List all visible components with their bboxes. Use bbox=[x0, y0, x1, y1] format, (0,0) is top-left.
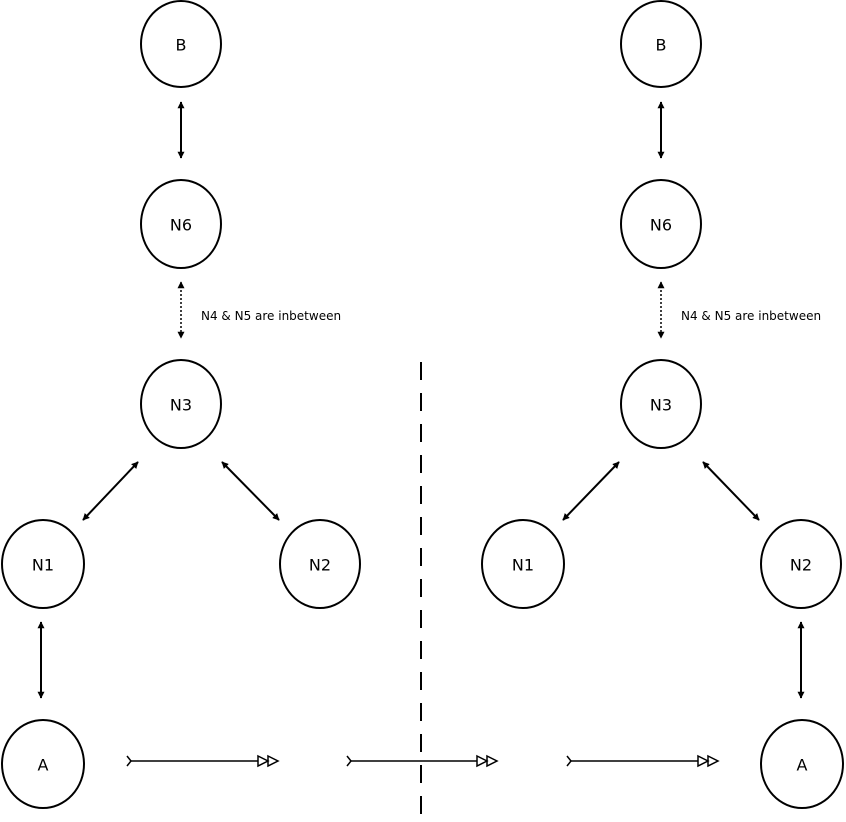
right-node-n1: N1 bbox=[481, 519, 565, 609]
right-node-n3-label: N3 bbox=[650, 396, 672, 415]
right-node-n3: N3 bbox=[620, 359, 702, 449]
left-node-n3-label: N3 bbox=[170, 396, 192, 415]
right-node-n6-label: N6 bbox=[650, 216, 672, 235]
motion-arrow-2 bbox=[346, 754, 499, 768]
right-diagram: N4 & N5 are inbetween B N6 N3 N1 N2 A bbox=[481, 0, 844, 809]
right-node-a: A bbox=[760, 719, 844, 809]
right-edge-n3-n1 bbox=[562, 461, 620, 521]
left-diagram: N4 & N5 are inbetween B N6 N3 N1 N2 A bbox=[1, 0, 361, 809]
left-node-n2-label: N2 bbox=[309, 556, 331, 575]
right-note-inbetween: N4 & N5 are inbetween bbox=[681, 309, 821, 323]
right-node-n2: N2 bbox=[760, 519, 842, 609]
left-node-a: A bbox=[1, 719, 85, 809]
left-node-n1-label: N1 bbox=[32, 556, 54, 575]
left-node-b-label: B bbox=[176, 36, 187, 55]
left-edge-n3-n1 bbox=[82, 461, 139, 521]
right-node-n6: N6 bbox=[620, 179, 702, 269]
right-node-b-label: B bbox=[656, 36, 667, 55]
left-node-n6-label: N6 bbox=[170, 216, 192, 235]
left-node-n2: N2 bbox=[279, 519, 361, 609]
right-node-b: B bbox=[620, 0, 702, 88]
left-note-inbetween: N4 & N5 are inbetween bbox=[201, 309, 341, 323]
left-node-a-label: A bbox=[38, 756, 49, 775]
left-node-b: B bbox=[140, 0, 222, 88]
motion-arrow-3 bbox=[566, 754, 720, 768]
right-node-n1-label: N1 bbox=[512, 556, 534, 575]
left-node-n1: N1 bbox=[1, 519, 85, 609]
right-node-n2-label: N2 bbox=[790, 556, 812, 575]
motion-arrow-1 bbox=[126, 754, 280, 768]
left-edge-n3-n2 bbox=[221, 461, 280, 521]
left-node-n6: N6 bbox=[140, 179, 222, 269]
left-node-n3: N3 bbox=[140, 359, 222, 449]
right-node-a-label: A bbox=[797, 756, 808, 775]
right-edge-n3-n2 bbox=[702, 461, 760, 521]
